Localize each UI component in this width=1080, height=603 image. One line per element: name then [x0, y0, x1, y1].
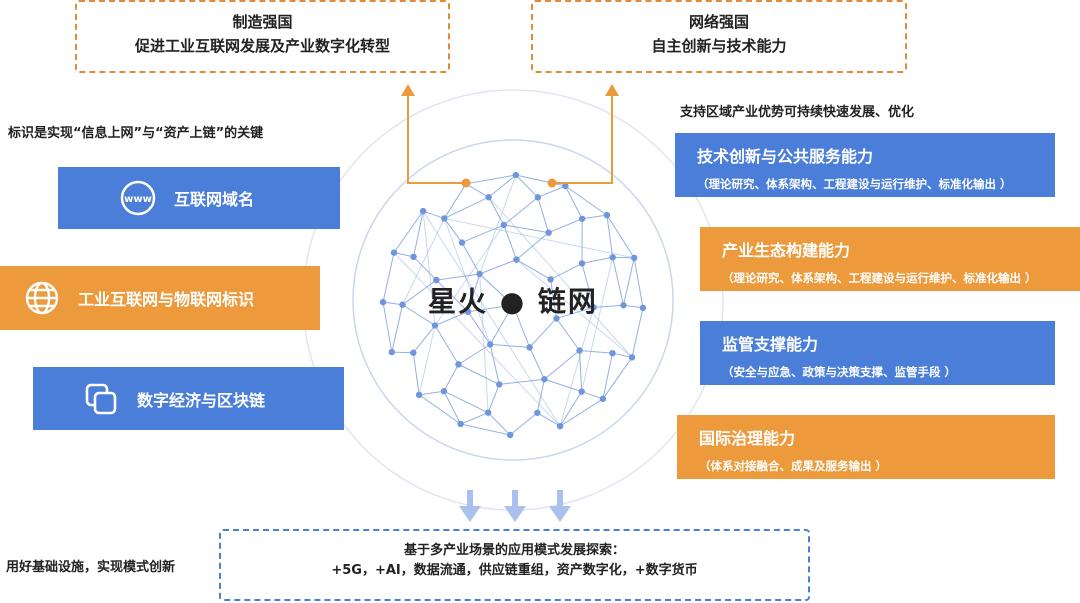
bottom-caption: 用好基础设施，实现模式创新 — [6, 560, 176, 575]
layers-icon — [83, 381, 119, 417]
left-item-label: 工业互联网与物联网标识 — [78, 290, 255, 309]
capability-ecosystem: 产业生态构建能力 （理论研究、体系架构、工程建设与运行维护、标准化输出 ） — [700, 227, 1080, 291]
capability-subtitle: （安全与应急、政策与决策支撑、监管手段 ） — [722, 365, 957, 379]
left-item-blockchain: 数字经济与区块链 — [33, 367, 344, 430]
capability-regulation: 监管支撑能力 （安全与应急、政策与决策支撑、监管手段 ） — [700, 321, 1055, 385]
left-item-identifier: 工业互联网与物联网标识 — [0, 266, 320, 330]
goal-subtitle: 促进工业互联网发展及产业数字化转型 — [134, 37, 390, 55]
left-item-domain: www 互联网域名 — [58, 167, 340, 229]
capability-title: 国际治理能力 — [699, 429, 796, 448]
capability-title: 技术创新与公共服务能力 — [697, 147, 874, 166]
arrow-up-left-icon — [401, 84, 415, 96]
connector-left — [407, 92, 466, 184]
www-icon: www — [120, 180, 156, 216]
arrow-up-right-icon — [605, 84, 619, 96]
exploration-title: 基于多产业场景的应用模式发展探索： — [403, 543, 625, 558]
left-item-label: 互联网域名 — [174, 190, 255, 209]
svg-text:www: www — [124, 194, 152, 205]
connector-right — [552, 92, 613, 184]
capability-governance: 国际治理能力 （体系对接融合、成果及服务输出 ） — [677, 415, 1055, 479]
capability-subtitle: （理论研究、体系架构、工程建设与运行维护、标准化输出 ） — [722, 271, 1037, 285]
goal-subtitle: 自主创新与技术能力 — [651, 37, 787, 55]
down-arrows-icon — [459, 490, 571, 522]
goal-box-manufacturing: 制造强国 促进工业互联网发展及产业数字化转型 — [75, 0, 450, 73]
right-caption: 支持区域产业优势可持续快速发展、优化 — [680, 105, 915, 120]
capability-title: 产业生态构建能力 — [722, 241, 851, 260]
capability-subtitle: （理论研究、体系架构、工程建设与运行维护、标准化输出 ） — [697, 177, 1012, 191]
left-caption: 标识是实现“信息上网”与“资产上链”的关键 — [8, 126, 264, 141]
capability-subtitle: （体系对接融合、成果及服务输出 ） — [699, 459, 888, 473]
capability-tech-innovation: 技术创新与公共服务能力 （理论研究、体系架构、工程建设与运行维护、标准化输出 ） — [675, 133, 1055, 197]
center-title: 星火 ● 链网 — [428, 285, 598, 318]
left-item-label: 数字经济与区块链 — [137, 390, 266, 410]
exploration-items: +5G，+AI，数据流通，供应链重组，资产数字化，+数字货币 — [331, 563, 698, 578]
globe-icon — [24, 280, 60, 316]
goal-box-network: 网络强国 自主创新与技术能力 — [531, 0, 907, 73]
capability-title: 监管支撑能力 — [722, 335, 819, 354]
goal-title: 网络强国 — [688, 13, 749, 31]
exploration-box: 基于多产业场景的应用模式发展探索： +5G，+AI，数据流通，供应链重组，资产数… — [219, 529, 810, 601]
goal-title: 制造强国 — [232, 13, 293, 31]
